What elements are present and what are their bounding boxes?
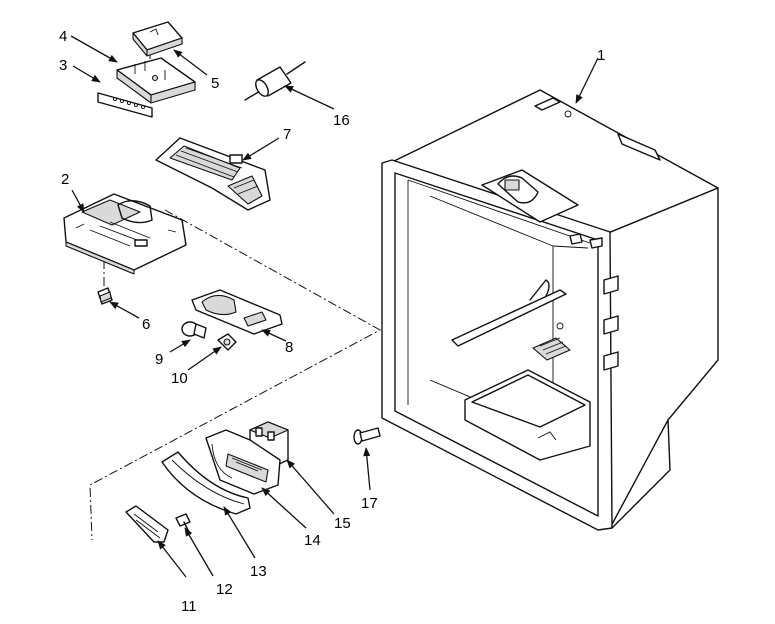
callout-16: 16 bbox=[333, 112, 350, 129]
part-9-bulb bbox=[181, 321, 207, 339]
callout-1: 1 bbox=[597, 47, 605, 64]
part-15-module bbox=[249, 421, 289, 469]
part-7-vent bbox=[155, 137, 271, 211]
callout-3: 3 bbox=[59, 57, 67, 74]
part-4-housing bbox=[116, 57, 196, 104]
callout-12: 12 bbox=[216, 581, 233, 598]
callout-6: 6 bbox=[142, 316, 150, 333]
part-14-housing bbox=[205, 429, 281, 495]
part-8-light-housing bbox=[191, 289, 283, 335]
callout-9: 9 bbox=[155, 351, 163, 368]
callout-10: 10 bbox=[171, 370, 188, 387]
part-3-board bbox=[97, 92, 153, 118]
callout-7: 7 bbox=[283, 126, 291, 143]
part-13-shade bbox=[161, 451, 251, 515]
callout-labels: 1 2 3 4 5 6 7 8 9 10 11 12 13 14 15 16 1… bbox=[59, 28, 605, 615]
part-17-pin bbox=[353, 427, 381, 445]
callout-13: 13 bbox=[250, 563, 267, 580]
callout-11: 11 bbox=[181, 598, 197, 615]
part-5-cover bbox=[132, 21, 183, 57]
callout-2: 2 bbox=[61, 171, 69, 188]
part-6-clip bbox=[97, 287, 113, 305]
part-10-socket bbox=[217, 333, 237, 351]
callout-5: 5 bbox=[211, 75, 219, 92]
callout-14: 14 bbox=[304, 532, 321, 549]
part-16-cylinder bbox=[244, 61, 306, 101]
callout-4: 4 bbox=[59, 28, 67, 45]
part-11-trim bbox=[125, 505, 169, 543]
callout-17: 17 bbox=[361, 495, 378, 512]
part-1-liner bbox=[381, 89, 719, 531]
callout-15: 15 bbox=[334, 515, 351, 532]
leader-lines bbox=[70, 35, 599, 578]
part-12-screw bbox=[175, 513, 191, 535]
part-2-tray bbox=[63, 193, 187, 275]
callout-8: 8 bbox=[285, 339, 293, 356]
